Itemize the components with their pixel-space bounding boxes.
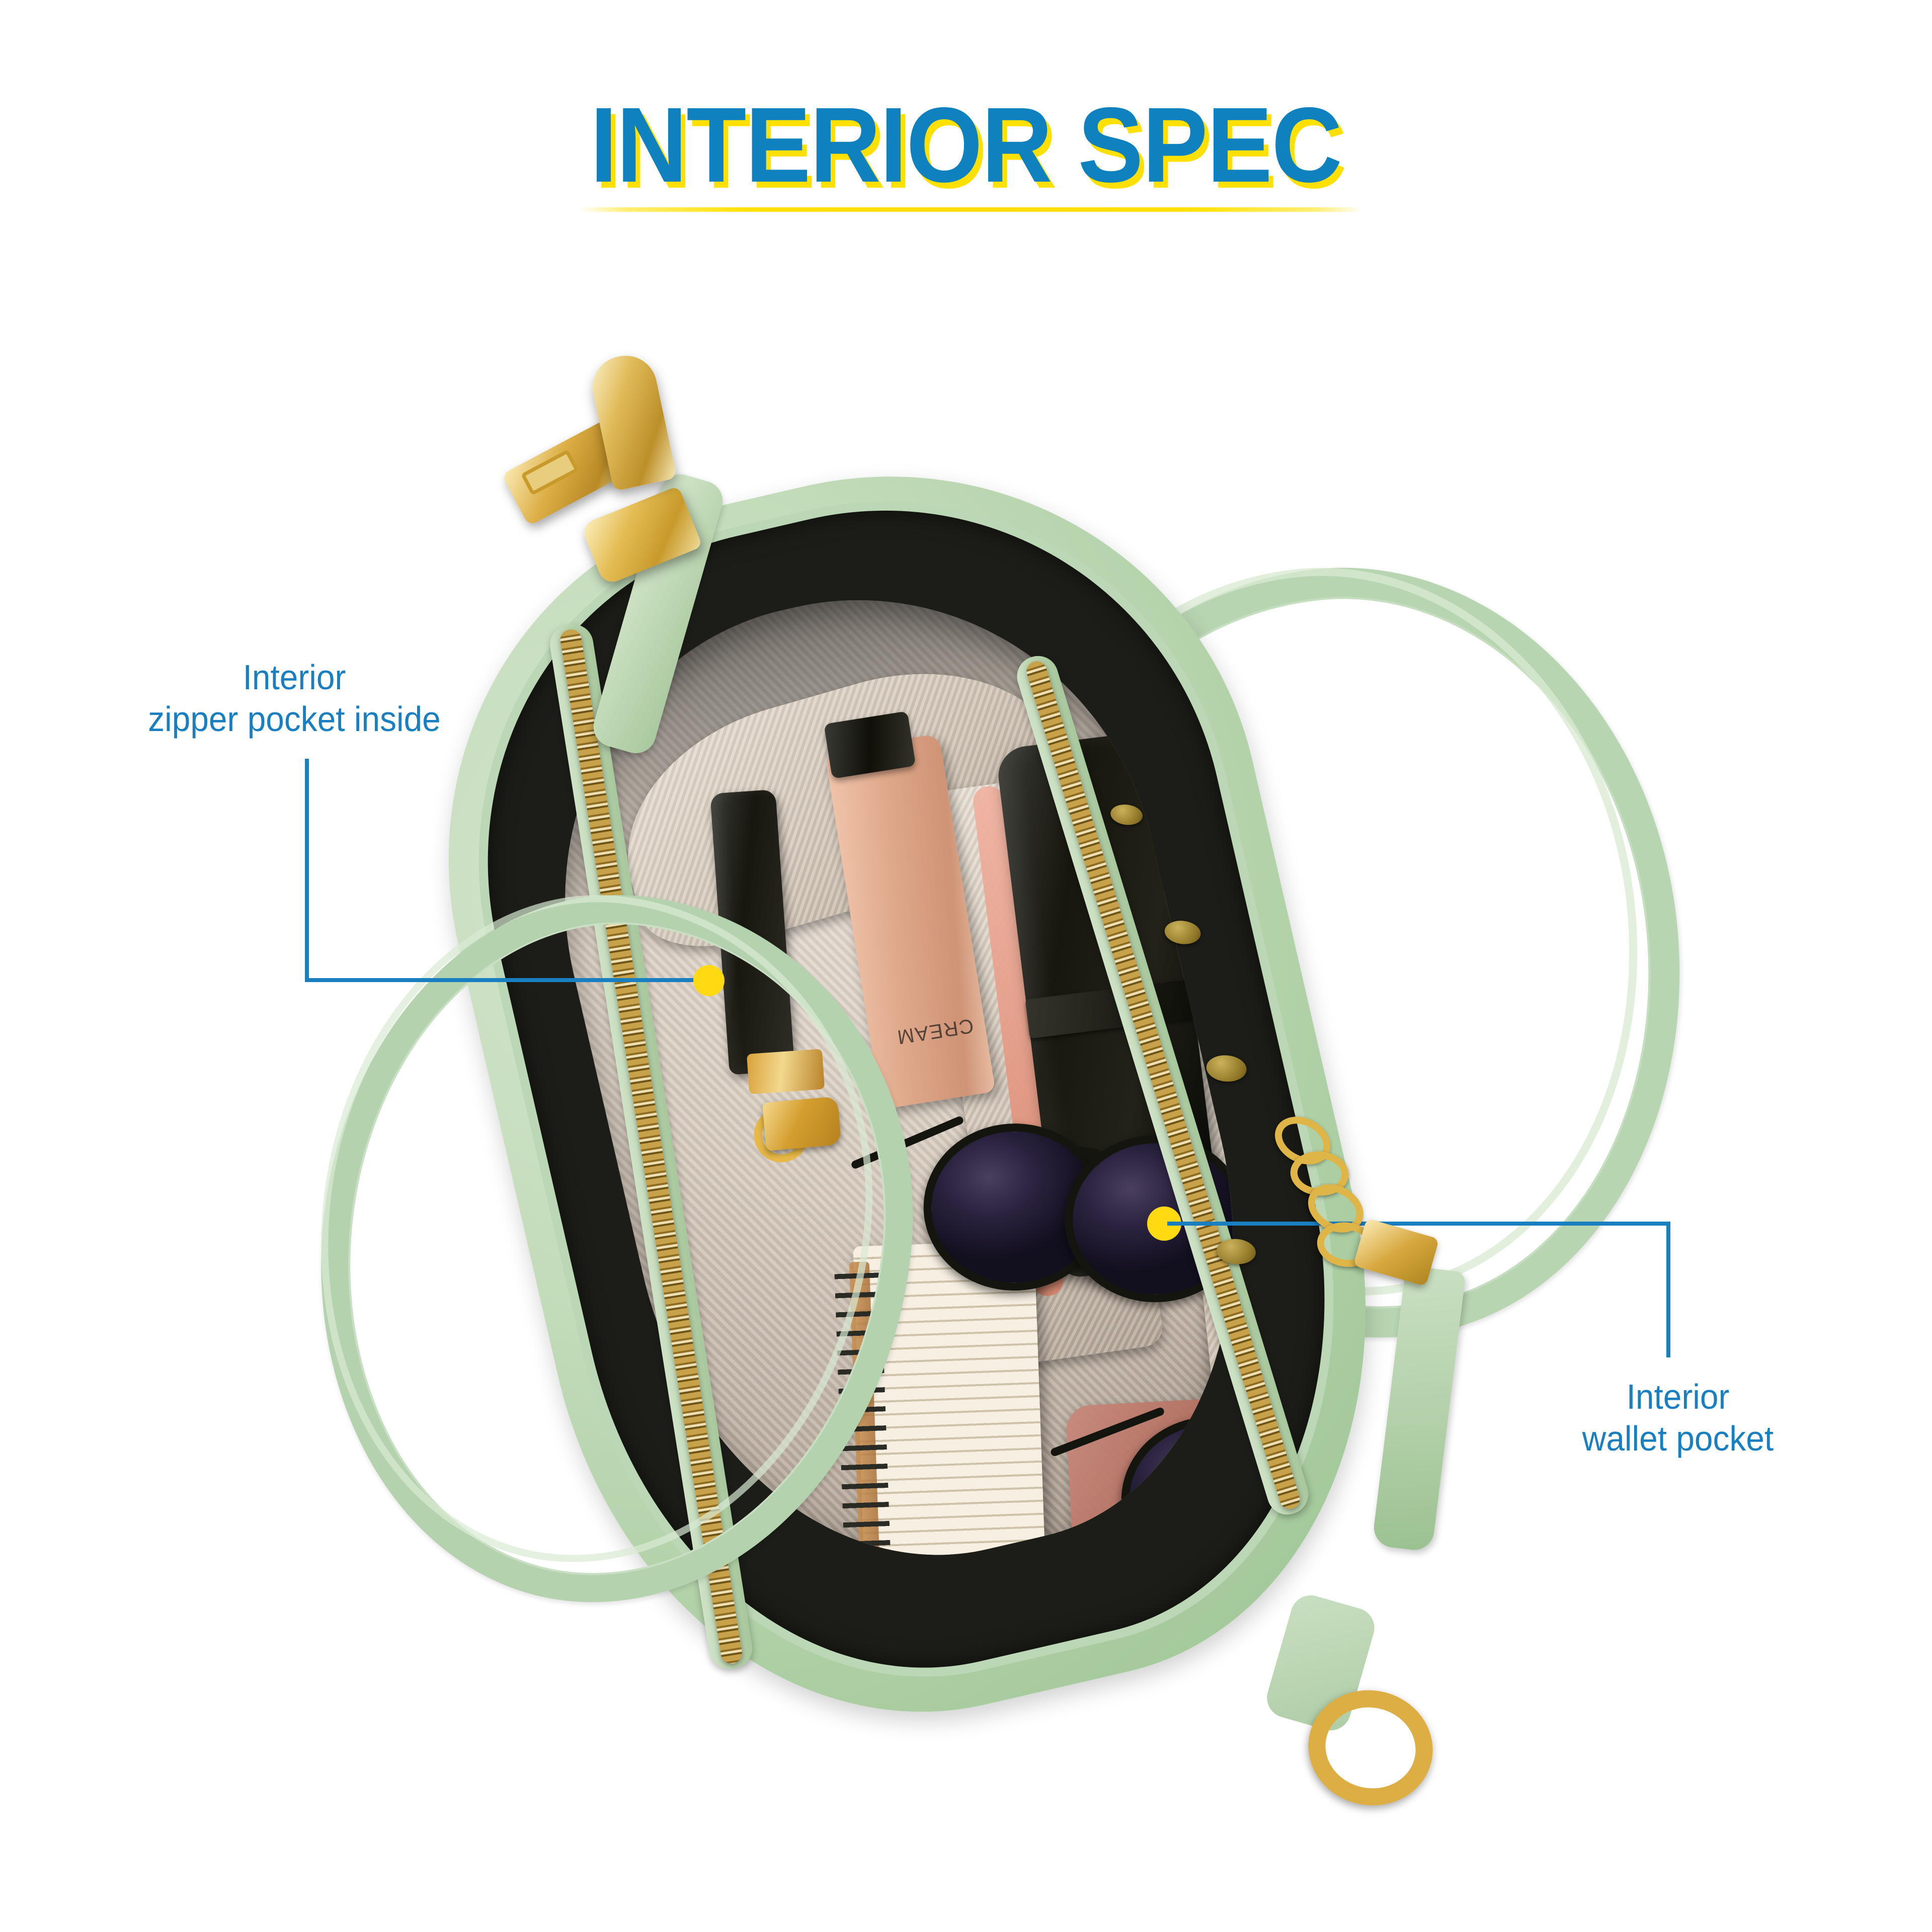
leader-line-left-vertical — [305, 759, 309, 980]
leader-line-right-vertical — [1666, 1222, 1670, 1357]
page-title: INTERIOR SPEC — [590, 85, 1342, 204]
cream-bottle-label: CREAM — [895, 1014, 976, 1049]
callout-interior-zipper-pocket: Interior zipper pocket inside — [148, 658, 441, 739]
marker-dot-zipper-pocket — [693, 965, 725, 996]
callout-interior-wallet-pocket: Interior wallet pocket — [1582, 1377, 1774, 1458]
title-block: INTERIOR SPEC — [0, 85, 1932, 204]
title-underline — [579, 207, 1363, 212]
leader-line-left-horizontal — [305, 978, 707, 982]
leader-line-right-horizontal — [1167, 1222, 1670, 1226]
